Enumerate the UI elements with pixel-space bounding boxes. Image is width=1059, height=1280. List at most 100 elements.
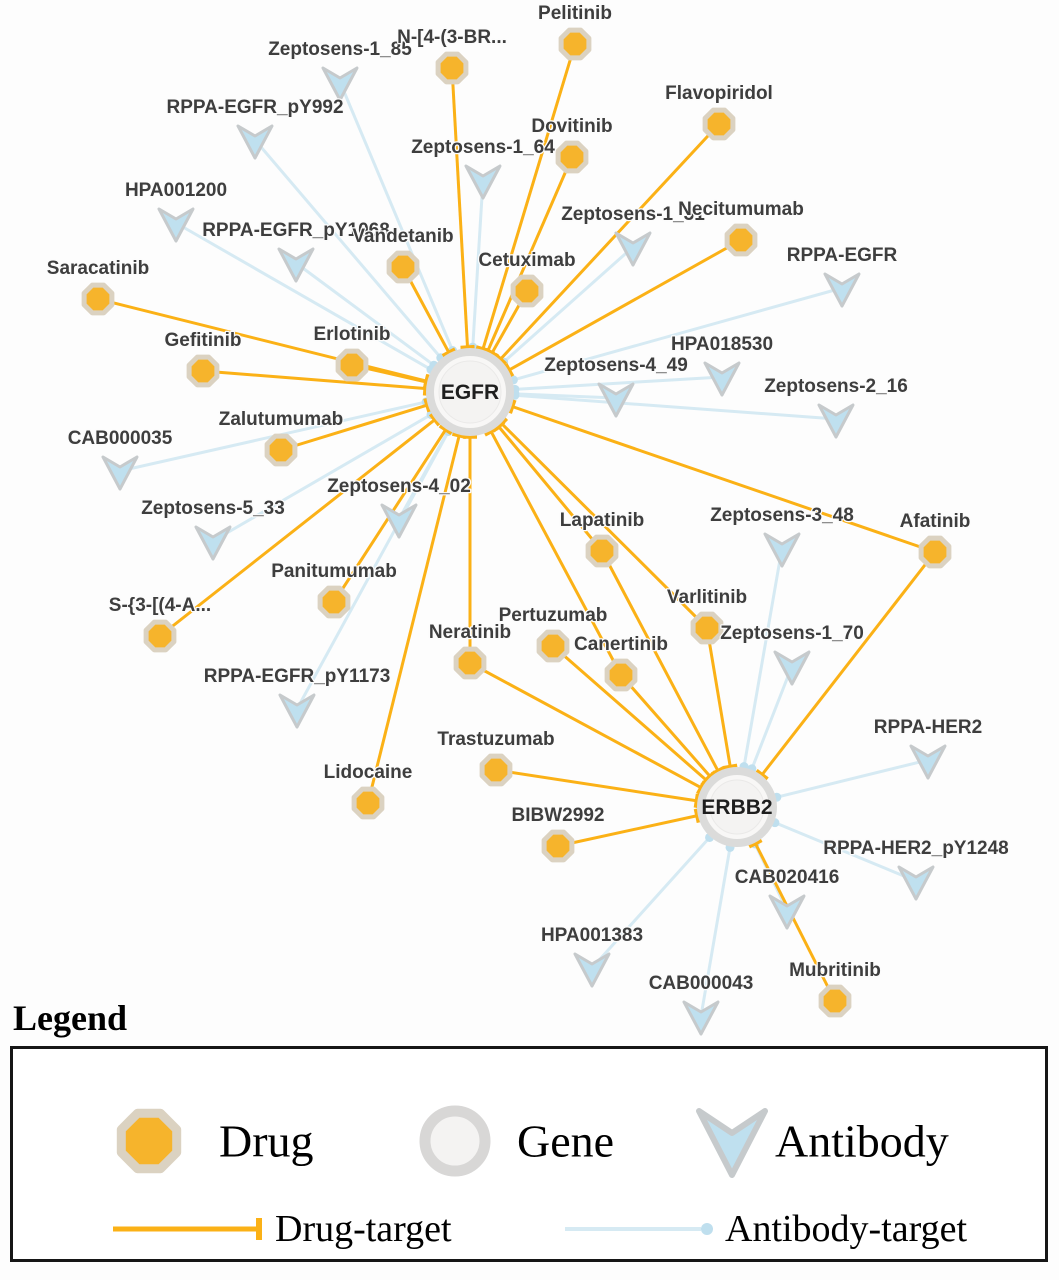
drug-target-edge: [497, 425, 604, 552]
antibody-node-HPA018530[interactable]: [703, 361, 741, 397]
antibody-node-CAB000043[interactable]: [682, 1000, 720, 1036]
drug-target-edge: [481, 43, 577, 350]
drug-node-Lapatinib[interactable]: [585, 534, 619, 568]
drug-node-Cetuximab[interactable]: [510, 274, 544, 308]
drug-node-Flavopiridol[interactable]: [702, 107, 736, 141]
antibody-node-Zeptosens-1_64[interactable]: [464, 164, 502, 200]
drug-target-edge: [469, 661, 702, 789]
antibody-node-Zeptosens-1_70[interactable]: [773, 650, 811, 686]
antibody-legend-icon: [696, 1108, 768, 1178]
antibody-chevron-icon: [464, 164, 502, 200]
drug-node-Pelitinib[interactable]: [558, 27, 592, 61]
gene-label: ERBB2: [701, 796, 772, 819]
antibody-target-edge: [471, 179, 485, 348]
antibody-node-Zeptosens-4_49[interactable]: [597, 382, 635, 418]
antibody-target-dot-cap: [701, 1223, 713, 1235]
drug-octagon-icon: [81, 282, 115, 316]
drug-target-edge: [202, 369, 426, 390]
drug-node-Pertuzumab[interactable]: [536, 629, 570, 663]
drug-label: Neratinib: [429, 622, 511, 643]
drug-node-Erlotinib[interactable]: [335, 348, 369, 382]
drug-octagon-icon: [818, 984, 852, 1018]
drug-label: Panitumumab: [271, 561, 397, 582]
antibody-label: HPA001200: [125, 180, 227, 201]
drug-node-Saracatinib[interactable]: [81, 282, 115, 316]
gene-node-EGFR[interactable]: [426, 348, 514, 436]
antibody-node-RPPA-HER2[interactable]: [909, 744, 947, 780]
drug-target-edge: [450, 67, 470, 348]
legend-heading: Legend: [13, 998, 128, 1038]
edge-tee-cap: [693, 808, 701, 823]
antibody-node-Zeptosens-5_33[interactable]: [194, 525, 232, 561]
drug-node-Neratinib[interactable]: [453, 646, 487, 680]
drug-node-Mubritinib[interactable]: [818, 984, 852, 1018]
antibody-node-CAB000035[interactable]: [101, 455, 139, 491]
drug-target-edge: [489, 430, 623, 676]
antibody-node-RPPA-HER2_pY1248[interactable]: [897, 865, 935, 901]
node-layer: [81, 27, 952, 1036]
drug-node-Lidocaine[interactable]: [351, 786, 385, 820]
drug-label: S-{3-[(4-A...: [109, 595, 211, 616]
gene-node-ERBB2[interactable]: [697, 767, 777, 847]
antibody-chevron-icon: [194, 525, 232, 561]
drug-target-edge: [552, 644, 708, 782]
antibody-target-edge: [514, 392, 617, 400]
drug-node-N-[4-(3-BR...[interactable]: [435, 51, 469, 85]
drug-node-Canertinib[interactable]: [604, 658, 638, 692]
drug-node-Necitumumab[interactable]: [724, 223, 758, 257]
drug-octagon-icon: [690, 611, 724, 645]
antibody-node-Zeptosens-1_31[interactable]: [614, 231, 652, 267]
antibody-target-edge: [776, 758, 929, 799]
edge-tee-cap: [748, 838, 763, 849]
drug-node-S-{3-[(4-A...[interactable]: [143, 619, 177, 653]
drug-node-Trastuzumab[interactable]: [479, 753, 513, 787]
antibody-node-RPPA-EGFR_pY992[interactable]: [236, 124, 274, 160]
drug-target-edge: [508, 238, 742, 372]
drug-node-Gefitinib[interactable]: [186, 354, 220, 388]
edge-tee-cap: [441, 347, 456, 358]
drug-octagon-icon: [479, 753, 513, 787]
antibody-chevron-icon: [277, 247, 315, 283]
drug-label: Zalutumumab: [219, 409, 344, 430]
antibody-chevron-icon: [682, 1000, 720, 1036]
drug-node-Varlitinib[interactable]: [690, 611, 724, 645]
drug-target-edge: [159, 418, 436, 638]
antibody-target-edge: [590, 836, 711, 970]
drug-target-edge: [705, 627, 732, 767]
antibody-node-HPA001200[interactable]: [157, 207, 195, 243]
antibody-label: RPPA-EGFR_pY992: [166, 97, 343, 118]
drug-target-edge: [754, 842, 837, 1002]
drug-octagon-icon: [435, 51, 469, 85]
drug-target-edge: [512, 405, 936, 554]
drug-node-Vandetanib[interactable]: [386, 250, 420, 284]
antibody-node-HPA001383[interactable]: [573, 952, 611, 988]
drug-node-BIBW2992[interactable]: [541, 829, 575, 863]
gene-inner-circle: [438, 360, 502, 424]
antibody-node-Zeptosens-1_85[interactable]: [321, 66, 359, 102]
antibody-label: Zeptosens-1_85: [268, 39, 412, 60]
antibody-target-edge: [699, 847, 732, 1017]
antibody-node-CAB020416[interactable]: [768, 894, 806, 930]
antibody-node-RPPA-EGFR[interactable]: [823, 272, 861, 308]
antibody-node-RPPA-EGFR_pY1173[interactable]: [278, 693, 316, 729]
drug-target-edge: [557, 814, 698, 848]
antibody-chevron-icon: [768, 894, 806, 930]
drug-legend-icon: [116, 1108, 182, 1174]
antibody-node-Zeptosens-4_02[interactable]: [380, 503, 418, 539]
antibody-chevron-icon: [278, 693, 316, 729]
antibody-label: Zeptosens-4_02: [327, 476, 471, 497]
drug-label: Varlitinib: [667, 587, 747, 608]
drug-node-Dovitinib[interactable]: [555, 140, 589, 174]
antibody-node-Zeptosens-2_16[interactable]: [817, 403, 855, 439]
drug-node-Panitumumab[interactable]: [317, 585, 351, 619]
drug-node-Afatinib[interactable]: [918, 535, 952, 569]
antibody-target-legend-label: Antibody-target: [725, 1208, 968, 1250]
antibody-chevron-icon: [823, 272, 861, 308]
antibody-chevron-icon: [703, 361, 741, 397]
antibody-node-RPPA-EGFR_pY1068[interactable]: [277, 247, 315, 283]
antibody-target-edge: [512, 286, 843, 382]
antibody-node-Zeptosens-3_48[interactable]: [763, 532, 801, 568]
network-graph[interactable]: EGFRERBB2Zeptosens-1_85RPPA-EGFR_pY992HP…: [0, 0, 1059, 1040]
drug-node-Zalutumumab[interactable]: [264, 433, 298, 467]
antibody-label: Zeptosens-1_64: [411, 137, 555, 158]
